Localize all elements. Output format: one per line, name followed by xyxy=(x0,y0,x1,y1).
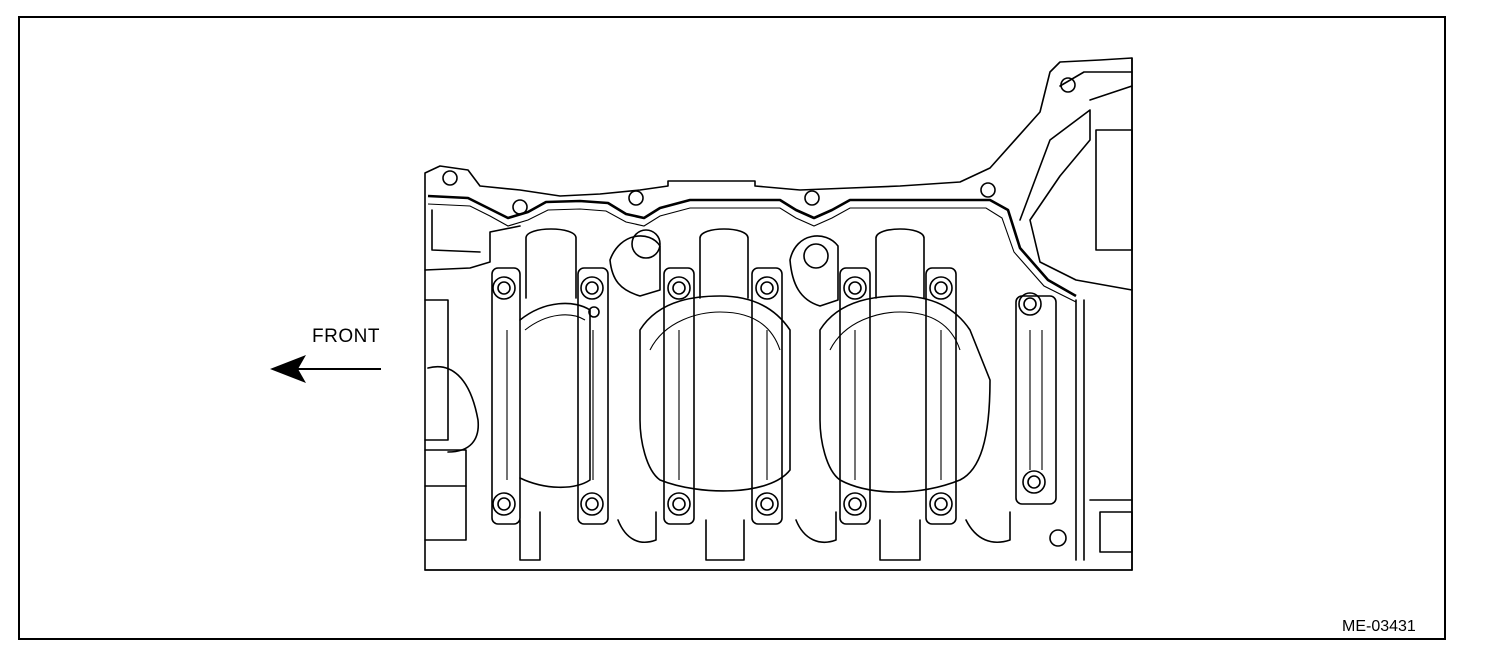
bearing-caps xyxy=(491,267,1057,525)
gasket-line xyxy=(427,194,1077,303)
bolts-bottom xyxy=(492,470,1046,516)
direction-label: FRONT xyxy=(312,326,380,347)
front-end xyxy=(424,170,521,541)
arrow-left-icon xyxy=(270,355,381,383)
cap-webs xyxy=(525,228,925,307)
rail-holes xyxy=(512,182,996,318)
figure-code: ME-03431 xyxy=(1342,618,1416,635)
lower-webs xyxy=(519,511,1011,561)
rear-flange xyxy=(1019,71,1133,561)
figure-frame xyxy=(18,16,1446,640)
cylinder-bores xyxy=(519,295,991,493)
bolts-top xyxy=(492,276,1042,316)
